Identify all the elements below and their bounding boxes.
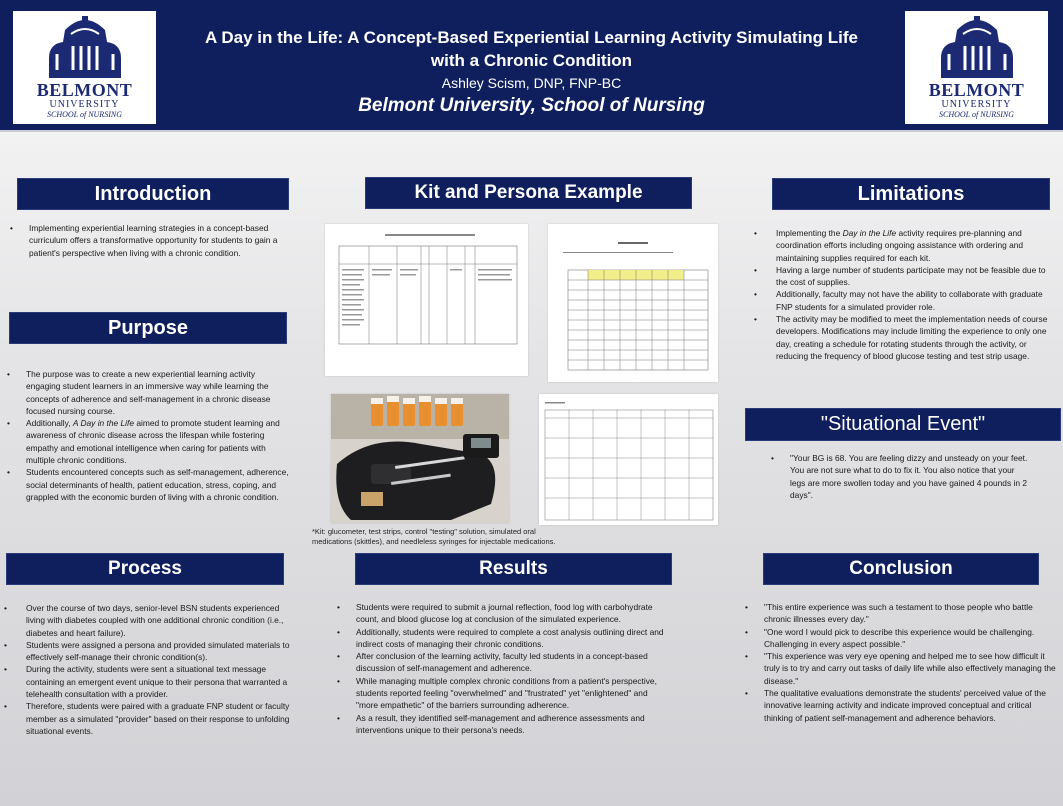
logo-line1: BELMONT: [928, 80, 1025, 100]
list-item: "This entire experience was such a testa…: [743, 601, 1061, 626]
medication-log-image: [548, 224, 718, 382]
list-item: The activity may be modified to meet the…: [752, 313, 1055, 362]
logo-line3: SCHOOL of NURSING: [939, 110, 1014, 119]
persona-table-graphic: [338, 234, 518, 345]
poster-author: Ashley Scism, DNP, FNP-BC: [441, 75, 622, 91]
limitations-list: Implementing the Day in the Life activit…: [752, 227, 1055, 362]
belmont-logo-icon: [48, 16, 121, 78]
belmont-logo-right: BELMONT UNIVERSITY SCHOOL of NURSING: [905, 11, 1048, 124]
kit-photo-graphic: [331, 394, 509, 523]
list-item: "One word I would pick to describe this …: [743, 626, 1061, 651]
list-item: Implementing experiential learning strat…: [8, 222, 286, 259]
process-list: Over the course of two days, senior-leve…: [2, 602, 296, 737]
logo-line2: UNIVERSITY: [941, 99, 1012, 110]
medication-log-graphic: [563, 242, 709, 371]
conclusion-list: "This entire experience was such a testa…: [743, 601, 1061, 724]
diabetes-kit-photo: [331, 394, 509, 523]
results-heading: Results: [355, 553, 672, 585]
limitations-b1-pre: Implementing the: [776, 228, 843, 238]
logo-line2: UNIVERSITY: [49, 99, 120, 110]
list-item: Students encountered concepts such as se…: [5, 466, 290, 503]
header-divider: [0, 130, 1063, 132]
list-item: After conclusion of the learning activit…: [335, 650, 670, 675]
poster-institution: Belmont University, School of Nursing: [358, 95, 705, 116]
belmont-logo-left: BELMONT UNIVERSITY SCHOOL of NURSING: [13, 11, 156, 124]
activity-name: Day in the Life: [842, 228, 897, 238]
list-item: Students were required to submit a journ…: [335, 601, 670, 626]
list-item: While managing multiple complex chronic …: [335, 675, 670, 712]
list-item: Additionally, faculty may not have the a…: [752, 288, 1055, 313]
list-item: Students were assigned a persona and pro…: [2, 639, 296, 664]
situational-event-heading: "Situational Event": [745, 408, 1061, 441]
conclusion-heading: Conclusion: [763, 553, 1039, 585]
limitations-heading: Limitations: [772, 178, 1050, 210]
belmont-logo-icon: [940, 16, 1013, 78]
list-item: Having a large number of students partic…: [752, 264, 1055, 289]
glucose-log-graphic: [544, 402, 714, 521]
poster-header: BELMONT UNIVERSITY SCHOOL of NURSING A D…: [0, 0, 1063, 130]
list-item: "This experience was very eye opening an…: [743, 650, 1061, 687]
list-item: The qualitative evaluations demonstrate …: [743, 687, 1061, 724]
list-item: Implementing the Day in the Life activit…: [752, 227, 1055, 264]
poster-title-line2: with a Chronic Condition: [430, 51, 633, 70]
list-item: Therefore, students were paired with a g…: [2, 700, 296, 737]
list-item: Over the course of two days, senior-leve…: [2, 602, 296, 639]
list-item: During the activity, students were sent …: [2, 663, 296, 700]
limitations-b1-post: activity requires pre-planning and coord…: [776, 228, 1024, 263]
list-item: "Your BG is 68. You are feeling dizzy an…: [769, 452, 1029, 501]
persona-document-image: [325, 224, 528, 376]
list-item: The purpose was to create a new experien…: [5, 368, 290, 417]
purpose-heading: Purpose: [9, 312, 287, 344]
purpose-b2-post: aimed to promote student learning and aw…: [26, 418, 280, 466]
list-item: As a result, they identified self-manage…: [335, 712, 670, 737]
kit-heading: Kit and Persona Example: [365, 177, 692, 209]
introduction-list: Implementing experiential learning strat…: [8, 222, 286, 259]
results-list: Students were required to submit a journ…: [335, 601, 670, 736]
activity-name: A Day in the Life: [72, 418, 135, 429]
logo-line3: SCHOOL of NURSING: [47, 110, 122, 119]
introduction-heading: Introduction: [17, 178, 289, 210]
purpose-list: The purpose was to create a new experien…: [5, 368, 290, 503]
list-item: Additionally, A Day in the Life aimed to…: [5, 417, 290, 466]
title-block: A Day in the Life: A Concept-Based Exper…: [160, 26, 903, 119]
poster-title-line1: A Day in the Life: A Concept-Based Exper…: [204, 28, 859, 47]
kit-caption: *Kit: glucometer, test strips, control "…: [312, 527, 556, 546]
logo-line1: BELMONT: [36, 80, 133, 100]
list-item: Additionally, students were required to …: [335, 626, 670, 651]
process-heading: Process: [6, 553, 284, 585]
situational-event-list: "Your BG is 68. You are feeling dizzy an…: [769, 452, 1029, 501]
purpose-b2-pre: Additionally,: [26, 418, 73, 429]
glucose-log-image: [539, 394, 718, 525]
